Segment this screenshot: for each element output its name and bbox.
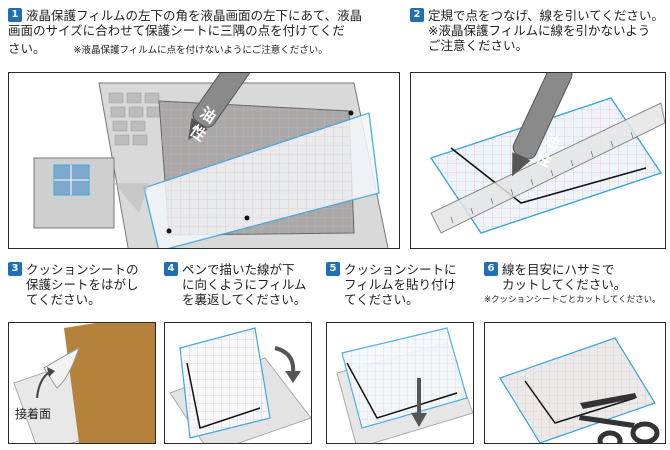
step-number-4: 4 bbox=[164, 262, 178, 276]
attach-film-svg bbox=[336, 327, 473, 443]
step-5-line-1: クッションシートに bbox=[344, 262, 457, 277]
step-5-line-3: てください。 bbox=[344, 292, 419, 307]
step-5-illustration bbox=[326, 322, 474, 444]
flip-film-svg bbox=[169, 327, 311, 443]
step-2-illustration: 油 性 bbox=[410, 72, 666, 249]
step-6-instruction: 6 線を目安にハサミで カットしてください。 ※クッションシートごとカットしてくだ… bbox=[484, 262, 668, 306]
step-3-instruction: 3 クッションシートの 保護シートをはがし てください。 bbox=[8, 262, 158, 307]
step-1-line-2: 画面のサイズに合わせて保護シートに三隅の点を付けてくだ bbox=[8, 23, 345, 38]
pen-label-oil-4: 性 bbox=[533, 148, 554, 171]
step-number-1: 1 bbox=[8, 8, 22, 22]
pen-label-oil-3: 油 bbox=[541, 130, 562, 153]
ruler-drawing-svg: 油 性 bbox=[429, 73, 665, 234]
adhesive-surface-label: 接着面 bbox=[15, 407, 52, 421]
step-5-line-2: フィルムを貼り付け bbox=[344, 277, 457, 292]
cut-scissors-svg bbox=[499, 337, 660, 443]
peel-sheet-svg bbox=[13, 323, 155, 443]
step-2-note-1: ※液晶保護フィルムに線を引かないよう bbox=[428, 23, 651, 38]
step-1-instruction: 1 液晶保護フィルムの左下の角を液晶画面の左下にあて、液晶 画面のサイズに合わせて… bbox=[8, 8, 400, 57]
step-4-illustration bbox=[164, 322, 312, 444]
step-number-2: 2 bbox=[410, 8, 424, 22]
step-2-note-2: ご注意ください。 bbox=[428, 38, 529, 53]
step-6-line-2: カットしてください。 bbox=[502, 277, 627, 292]
step-3-line-3: てください。 bbox=[26, 292, 101, 307]
step-number-5: 5 bbox=[326, 262, 340, 276]
step-3-line-1: クッションシートの bbox=[26, 262, 139, 277]
step-4-line-2: に向くようにフィルム bbox=[182, 277, 307, 292]
laptop-marking-svg: 油 性 bbox=[33, 73, 389, 248]
step-5-instruction: 5 クッションシートに フィルムを貼り付け てください。 bbox=[326, 262, 476, 307]
step-number-3: 3 bbox=[8, 262, 22, 276]
step-4-instruction: 4 ペンで描いた線が下 に向くようにフィルム を裏返してください。 bbox=[164, 262, 319, 307]
step-number-6: 6 bbox=[484, 262, 498, 276]
step-4-line-1: ペンで描いた線が下 bbox=[182, 262, 295, 277]
step-1-note: ※液晶保護フィルムに点を付けないようにご注意ください。 bbox=[73, 45, 328, 56]
step-3-line-2: 保護シートをはがし bbox=[26, 277, 139, 292]
step-1-line-1: 液晶保護フィルムの左下の角を液晶画面の左下にあて、液晶 bbox=[26, 8, 363, 23]
step-3-illustration: 接着面 bbox=[8, 322, 156, 444]
step-6-note: ※クッションシートごとカットしてください。 bbox=[484, 295, 661, 305]
step-2-line-1: 定規で点をつなげ、線を引いてください。 bbox=[428, 8, 664, 23]
step-4-line-3: を裏返してください。 bbox=[182, 292, 307, 307]
step-6-illustration bbox=[484, 322, 666, 444]
step-6-line-1: 線を目安にハサミで bbox=[502, 262, 615, 277]
step-1-line-3: さい。 bbox=[8, 41, 46, 56]
step-1-illustration: 油 性 bbox=[8, 72, 400, 249]
